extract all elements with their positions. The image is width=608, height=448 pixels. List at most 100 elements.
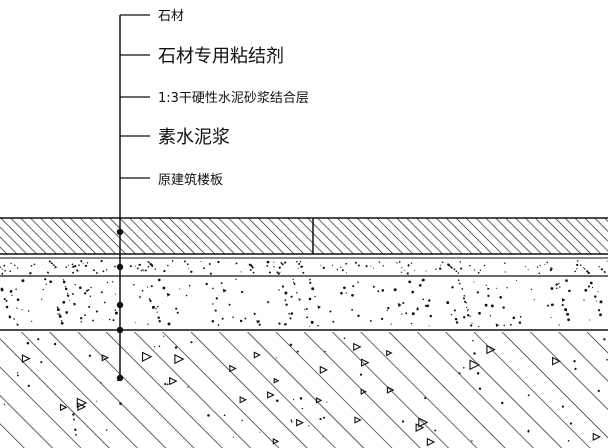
slab-dot [26, 341, 30, 345]
sand-dot [473, 269, 475, 271]
sand-dot [279, 271, 281, 273]
sand-dot [341, 269, 344, 272]
sand-dot [504, 271, 506, 273]
sand-dot [47, 272, 50, 274]
aggregate-dot [550, 287, 554, 290]
aggregate-dot [484, 303, 488, 307]
sand-dot [143, 270, 145, 272]
sand-dot [138, 264, 140, 266]
sand-dot [0, 266, 1, 269]
aggregate-dot [428, 325, 430, 327]
slab-dot [301, 407, 304, 410]
aggregate-chip [372, 285, 376, 289]
aggregate-dot [369, 319, 372, 322]
aggregate-dot [133, 283, 135, 286]
aggregate-dot [232, 316, 234, 318]
slab-dot [190, 341, 193, 344]
sand-dot [479, 269, 482, 271]
sand-dot [576, 263, 579, 267]
sand-dot [586, 270, 589, 273]
aggregate-dot [387, 306, 390, 310]
sand-dot [72, 271, 75, 274]
sand-dot [549, 268, 552, 272]
sand-dot [249, 268, 252, 271]
slab-dot [163, 335, 165, 337]
aggregate-dot [495, 287, 497, 289]
sand-dot [142, 269, 144, 271]
aggregate-dot [458, 282, 461, 285]
aggregate-dot [44, 278, 47, 281]
aggregate-dot [281, 285, 285, 288]
sand-dot [322, 266, 325, 270]
aggregate-dot [60, 320, 63, 322]
slab-dot [567, 439, 570, 442]
slab-dot [37, 338, 40, 341]
aggregate-dot [510, 323, 512, 326]
slab-dot [119, 402, 122, 405]
aggregate-dot [66, 294, 70, 297]
aggregate-dot [429, 314, 433, 318]
sand-dot [302, 271, 305, 274]
aggregate-dot [112, 319, 115, 322]
aggregate-dot [290, 312, 294, 315]
aggregate-dot [283, 323, 286, 326]
aggregate-dot [309, 281, 312, 284]
leader-dot [116, 301, 124, 309]
slab-aggregate [354, 416, 362, 424]
sand-dot [163, 269, 166, 273]
aggregate-dot [568, 289, 571, 293]
aggregate-dot [71, 292, 74, 295]
slab-dot [232, 436, 234, 438]
aggregate-dot [289, 317, 292, 320]
sand-dot [86, 262, 89, 264]
slab-dot [174, 346, 178, 349]
aggregate-dot [9, 290, 13, 293]
aggregate-dot [550, 316, 552, 318]
slab-dot [401, 420, 405, 423]
slab-aggregate [296, 418, 304, 427]
aggregate-dot [471, 322, 473, 324]
slab-dot [463, 366, 465, 369]
slab-aggregate [77, 402, 87, 412]
aggregate-dot [416, 308, 419, 311]
leader-lines [116, 14, 150, 382]
aggregate-dot [587, 285, 591, 288]
slab-dot [326, 401, 328, 403]
aggregate-dot [559, 286, 561, 288]
aggregate-dot [41, 298, 43, 300]
slab-dot [53, 342, 57, 346]
aggregate-dot [217, 324, 220, 326]
aggregate-chip [222, 288, 227, 293]
aggregate-dot [352, 285, 355, 288]
aggregate-dot [240, 290, 244, 294]
slab-dot [574, 367, 577, 371]
aggregate-dot [454, 317, 458, 321]
slab-dot [158, 345, 161, 348]
slab-dot [74, 428, 77, 431]
aggregate-dot [162, 286, 166, 290]
aggregate-dot [490, 304, 494, 308]
sand-dot [148, 261, 150, 264]
aggregate-chip [305, 307, 309, 311]
sand-dot [448, 264, 451, 267]
sand-dot [252, 271, 255, 274]
aggregate-dot [390, 323, 392, 325]
sand-dot [296, 261, 298, 263]
sand-dot [76, 269, 79, 272]
aggregate-dot [506, 287, 508, 289]
aggregate-chip [253, 312, 257, 316]
slab-dot [606, 358, 608, 361]
aggregate-dot [589, 281, 593, 285]
aggregate-dot [114, 293, 117, 295]
slab-aggregate [59, 403, 68, 412]
sand-dot [277, 272, 280, 275]
sand-dot [345, 262, 348, 265]
sand-dot [55, 266, 57, 268]
sand-dot [102, 270, 105, 273]
slab-dot [476, 372, 480, 375]
aggregate-dot [15, 288, 17, 290]
aggregate-dot [462, 297, 466, 300]
aggregate-chip [228, 303, 232, 306]
aggregate-chip [73, 302, 77, 306]
sand-dot [538, 272, 540, 275]
